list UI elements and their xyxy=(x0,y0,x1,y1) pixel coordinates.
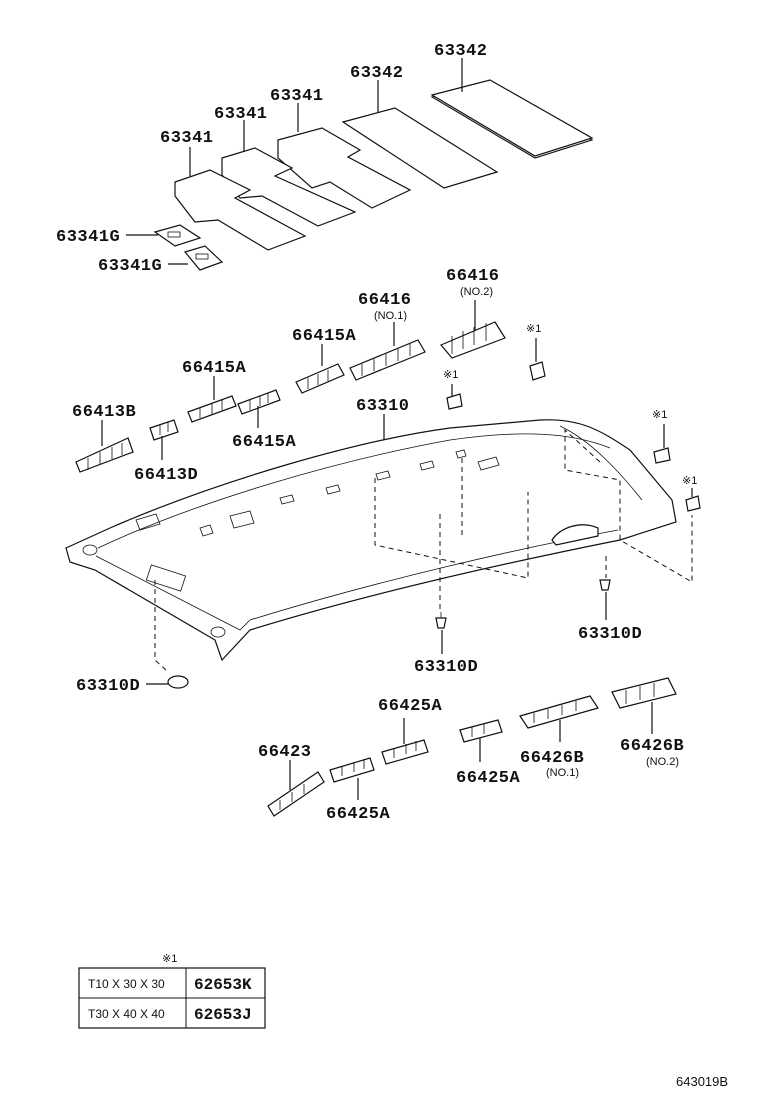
pad-63341-rear[interactable] xyxy=(277,127,412,209)
label-66423: 66423 xyxy=(258,743,312,762)
label-63310: 63310 xyxy=(356,397,410,416)
label-63341-rear: 63341 xyxy=(270,87,324,106)
label-63310d-left: 63310D xyxy=(76,677,140,696)
table-row-2-size: T30 X 40 X 40 xyxy=(88,1007,165,1021)
label-63341-front: 63341 xyxy=(160,129,214,148)
clip-63310d-left[interactable] xyxy=(167,675,189,689)
clip-66416-no2[interactable] xyxy=(440,321,506,359)
clip-66415a-top[interactable] xyxy=(295,363,345,394)
label-63310d-right: 63310D xyxy=(578,625,642,644)
pad-63341-front[interactable] xyxy=(174,169,307,251)
label-63341-mid: 63341 xyxy=(214,105,268,124)
pad-63341g-1[interactable] xyxy=(153,224,202,247)
clip-66413b[interactable] xyxy=(75,437,134,473)
clip-63310d-right[interactable] xyxy=(599,579,611,591)
clip-66425a-2[interactable] xyxy=(381,739,429,765)
clip-66413d[interactable] xyxy=(149,419,179,441)
label-63341g-2: 63341G xyxy=(98,257,162,276)
table-row-1-code: 62653K xyxy=(194,976,252,994)
label-63310d-center: 63310D xyxy=(414,658,478,677)
spacer-table: ※1 T10 X 30 X 30 62653K T30 X 40 X 40 62… xyxy=(78,953,266,1029)
label-66426b-no1: 66426B xyxy=(520,749,584,768)
pad-63342-front[interactable] xyxy=(341,107,499,189)
clip-66416-no1[interactable] xyxy=(349,339,426,381)
label-66425a-2: 66425A xyxy=(378,697,443,716)
clip-66425a-3[interactable] xyxy=(459,719,503,743)
label-66415a-right: 66415A xyxy=(232,433,297,452)
label-63342-front: 63342 xyxy=(350,64,404,83)
pad-63342-rear[interactable] xyxy=(430,79,594,159)
clip-66415a-right[interactable] xyxy=(237,389,281,415)
label-66426b-no1-sub: (NO.1) xyxy=(546,767,579,779)
label-66413b: 66413B xyxy=(72,403,136,422)
note-spacer-3: ※1 xyxy=(652,409,667,421)
clip-66426b-no1[interactable] xyxy=(519,695,599,729)
pad-63341g-2[interactable] xyxy=(183,245,224,271)
clip-63310d-center[interactable] xyxy=(435,612,447,629)
label-63342-rear: 63342 xyxy=(434,42,488,61)
label-66415a-top: 66415A xyxy=(292,327,357,346)
label-66415a-left: 66415A xyxy=(182,359,247,378)
clip-66426b-no2[interactable] xyxy=(611,677,677,709)
label-66416-no1: 66416 xyxy=(358,291,412,310)
label-63341g-1: 63341G xyxy=(56,228,120,247)
label-66425a-3: 66425A xyxy=(456,769,521,788)
clip-66415a-left[interactable] xyxy=(187,395,237,423)
spacer-3[interactable] xyxy=(653,447,671,464)
note-spacer-2: ※1 xyxy=(443,369,458,381)
table-row-2-code: 62653J xyxy=(194,1006,252,1024)
label-66416-no2-sub: (NO.2) xyxy=(460,286,493,298)
note-spacer-4: ※1 xyxy=(682,475,697,487)
figure-reference: 643019B xyxy=(676,1074,728,1089)
note-spacer-1: ※1 xyxy=(526,323,541,335)
label-66426b-no2: 66426B xyxy=(620,737,684,756)
headliner-63310[interactable] xyxy=(65,419,677,662)
clip-66423[interactable] xyxy=(267,771,325,817)
table-row-1-size: T10 X 30 X 30 xyxy=(88,977,165,991)
label-66416-no1-sub: (NO.1) xyxy=(374,310,407,322)
spacer-1[interactable] xyxy=(529,361,546,381)
spacer-4[interactable] xyxy=(685,495,701,512)
label-66425a-1: 66425A xyxy=(326,805,391,824)
label-66426b-no2-sub: (NO.2) xyxy=(646,756,679,768)
spacer-2[interactable] xyxy=(446,393,463,410)
table-note: ※1 xyxy=(162,953,177,965)
label-66413d: 66413D xyxy=(134,466,198,485)
label-66416-no2: 66416 xyxy=(446,267,500,286)
clip-66425a-1[interactable] xyxy=(329,757,375,783)
